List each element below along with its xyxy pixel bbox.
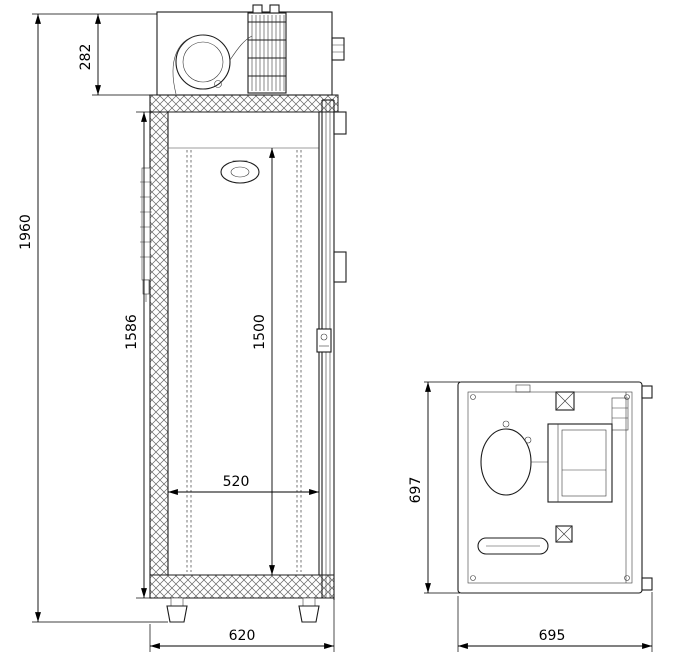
dim-label-inner-height: 1586 [124,314,140,350]
evaporator-fan [220,160,260,184]
legs [166,597,320,623]
dim-label-overall-width: 620 [229,628,256,644]
dim-label-chamber-height: 1500 [252,314,268,350]
corner-screws [470,384,630,581]
dim-label-overall-height: 1960 [18,214,34,250]
leg-right [298,605,320,623]
machine-compartment [156,4,345,96]
top-right-bracket [331,37,345,61]
top-view [457,381,653,594]
door-lock [316,328,332,353]
bottom-insulation [149,574,335,599]
shelf-rails [186,150,302,572]
base-plate [149,94,339,113]
junction-box-top [555,391,575,411]
top-right-component [611,397,629,431]
door-section [316,99,347,600]
compressor-plan [480,420,548,496]
junction-box-bottom [555,525,573,543]
top-hinge-tab-1 [641,385,653,399]
front-view [140,4,347,623]
drain-tube [477,537,549,555]
condenser [247,4,287,94]
leg-left [166,605,188,623]
dim-label-depth: 697 [408,477,424,504]
top-hinge-tab-2 [641,577,653,591]
cabinet-body [149,95,335,599]
top-view-outline [457,381,643,594]
door-hinge-middle [333,251,347,283]
condenser-block-plan [547,423,613,503]
left-wall-insulation [149,111,169,576]
dim-label-machine-top: 282 [78,44,94,71]
dimensions: 1960 282 1586 1500 520 620 697 695 [18,13,653,652]
dim-label-chamber-width: 520 [223,474,250,490]
door-hinge-top [333,111,347,135]
compressor-circle [175,34,231,90]
dim-label-top-width: 695 [539,628,566,644]
